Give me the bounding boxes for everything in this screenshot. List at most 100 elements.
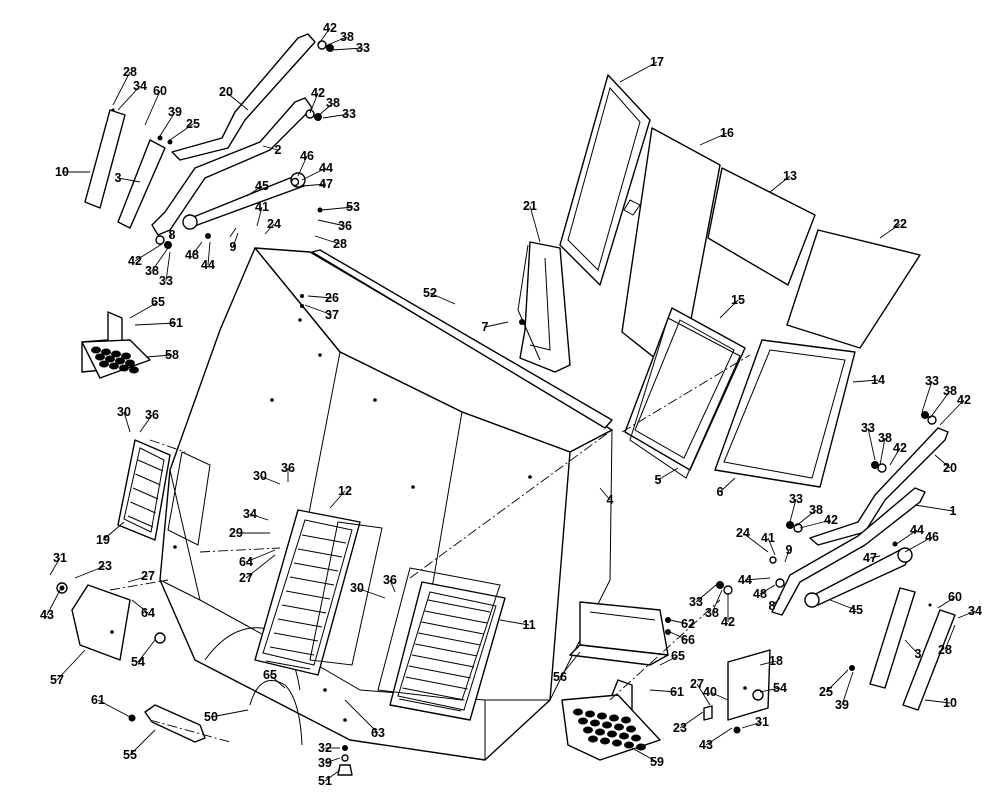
callout-label: 66 [681,633,695,647]
callout-label: 54 [773,681,787,695]
callout-label: 44 [319,161,333,175]
callout-leader [894,529,918,546]
panel-22 [786,229,921,349]
callout-leader [169,123,194,141]
alignment-lines [109,429,721,743]
callout-label: 27 [239,571,253,585]
callout-leader [869,555,881,559]
callout-label: 65 [671,649,685,663]
callout-label: 64 [141,606,155,620]
callout-leader [937,596,956,609]
callout-label: 39 [835,698,849,712]
callout-label: 28 [938,643,952,657]
callout-label: 24 [267,217,281,231]
callout-leader [269,674,286,689]
callout-leaders [46,27,976,782]
callout-label: 36 [281,461,295,475]
callout-label: 64 [239,555,253,569]
louver-slat [135,473,161,486]
callout-leader [795,509,817,527]
callout-leader [699,132,728,146]
callout-leader [784,549,790,563]
callout-leader [117,85,141,111]
callout-leader [657,467,679,481]
callout-leader [137,639,156,663]
callout-label: 55 [123,748,137,762]
callout-leader [134,243,163,262]
panel-13 [707,167,816,286]
callout-label: 20 [219,85,233,99]
callout-leader [123,411,131,433]
callout-label: 42 [893,441,907,455]
callout-label: 28 [333,237,347,251]
callout-leader [719,477,736,493]
louver-slat [411,654,475,668]
louver-slat [297,548,343,558]
callout-leader [262,145,279,151]
callout-leader [742,532,769,553]
callout-leader [709,691,729,701]
callout-leader [879,437,886,466]
callout-label: 42 [311,86,325,100]
callout-leader [169,234,173,239]
tread-hole [115,357,125,365]
louver-slat [132,487,159,500]
tread-hole [585,710,595,718]
callout-label: 23 [673,721,687,735]
louver-slat [265,660,311,670]
callout-label: 9 [230,240,237,254]
callout-label: 33 [689,595,703,609]
callout-leader [127,575,149,583]
callout-leader [139,414,153,433]
callout-leader [329,490,346,509]
louver-slat [415,643,478,657]
callout-label: 44 [910,523,924,537]
callout-label: 38 [145,264,159,278]
callout-label: 1 [950,504,957,518]
callout-leader [924,699,951,704]
callout-label: 16 [720,126,734,140]
callout-label: 8 [169,228,176,242]
callout-leader [159,111,176,137]
callout-leader [559,651,581,678]
callout-label: 53 [346,200,360,214]
door-frames [621,307,856,488]
callout-label: 48 [753,587,767,601]
callout-label: 7 [482,320,489,334]
callout-label: 10 [55,165,69,179]
louver-grille-center [254,509,383,676]
callout-label: 36 [383,573,397,587]
tread-hole [578,717,588,725]
callout-label: 65 [151,295,165,309]
callout-label: 8 [769,599,776,613]
callout-label: 24 [736,526,750,540]
callout-leader [599,487,611,501]
tread-hole [600,737,610,745]
callout-leader [131,599,149,614]
callout-label: 43 [40,608,54,622]
callout-label: 20 [943,461,957,475]
tread-hole [95,353,105,361]
callout-label: 60 [948,590,962,604]
callout-leader [317,219,346,227]
callout-leader [799,519,832,529]
louver-slat [421,621,484,635]
callout-leader [249,513,269,521]
right-arms [716,411,956,711]
tread-hole [588,735,598,743]
callout-label: 29 [229,526,243,540]
tread-hole [602,721,612,729]
callout-leader [921,380,933,413]
callout-leader [151,247,169,272]
upper-door-panels [559,74,921,379]
callout-leader [705,727,733,746]
tread-hole [590,719,600,727]
callout-leader [944,624,956,651]
callout-leader [307,295,333,299]
callout-label: 45 [849,603,863,617]
callout-leader [207,241,211,266]
tread-hole [101,348,111,356]
callout-label: 51 [318,774,332,788]
callout-label: 31 [755,715,769,729]
cover-57 [71,584,131,661]
